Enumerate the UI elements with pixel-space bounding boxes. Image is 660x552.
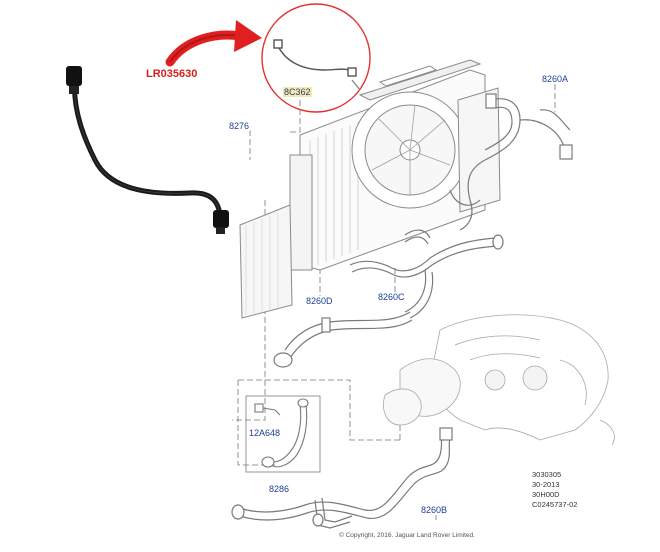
hose-connector-top <box>66 66 82 86</box>
callout-8286: 8286 <box>268 484 291 494</box>
highlight-circle <box>261 3 371 113</box>
copyright-notice: © Copyright, 2016. Jaguar Land Rover Lim… <box>339 532 475 539</box>
callout-8C362: 8C362 <box>283 87 312 97</box>
detail-box <box>245 395 321 473</box>
hose-connector-bottom <box>213 210 229 228</box>
circled-hose <box>273 39 361 91</box>
red-arrow-icon <box>165 20 262 67</box>
callout-12A648: 12A648 <box>248 428 282 438</box>
diagram-code: 30H00D <box>532 490 560 499</box>
callout-8260B: 8260B <box>420 505 449 515</box>
part-number-label: LR035630 <box>146 68 198 80</box>
callout-8260C: 8260C <box>377 292 406 302</box>
hose-8260C <box>349 229 504 319</box>
engine-block <box>383 314 615 446</box>
hose-8260A <box>449 93 573 231</box>
callout-8276: 8276 <box>228 121 251 131</box>
callout-8260A: 8260A <box>541 74 570 84</box>
radiator-assembly <box>239 59 501 319</box>
hose-8260D <box>273 311 413 368</box>
callout-8260D: 8260D <box>305 296 334 306</box>
diagram-code: 3030305 <box>532 470 562 479</box>
hose-8260B <box>231 427 453 529</box>
diagram-code: 30-2013 <box>532 480 560 489</box>
hose-photo <box>66 66 229 234</box>
diagram-code: C0245737-02 <box>532 500 578 509</box>
diagram-codes: 3030305 30-2013 30H00D C0245737-02 <box>532 470 577 510</box>
